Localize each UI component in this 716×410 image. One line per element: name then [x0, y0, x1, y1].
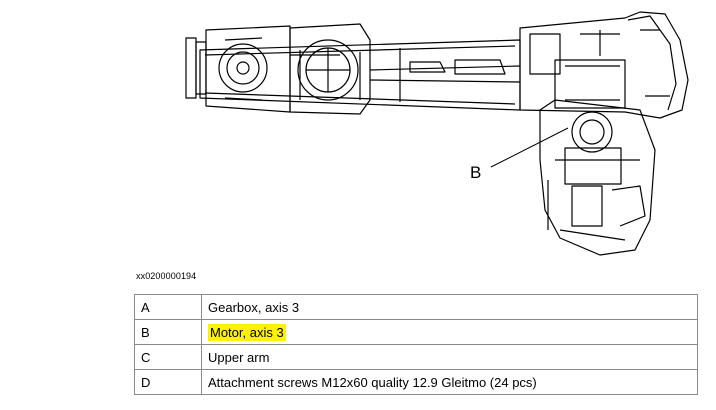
wrist-flange	[185, 25, 291, 113]
legend-row: B Motor, axis 3	[134, 319, 698, 345]
legend-description: Motor, axis 3	[208, 323, 286, 341]
legend-description: Upper arm	[208, 349, 270, 365]
legend-key: D	[134, 369, 202, 395]
legend-description-cell: Gearbox, axis 3	[201, 294, 698, 320]
legend-row: C Upper arm	[134, 344, 698, 370]
legend-table: A Gearbox, axis 3 B Motor, axis 3 C Upper arm…	[134, 294, 698, 395]
legend-description: Attachment screws M12x60 quality 12.9 Gl…	[208, 374, 537, 390]
robot-arm-drawing: B	[185, 11, 689, 256]
legend-key: A	[134, 294, 202, 320]
legend-description-cell: Attachment screws M12x60 quality 12.9 Gl…	[201, 369, 698, 395]
callout-label-b: B	[470, 163, 481, 182]
legend-row: D Attachment screws M12x60 quality 12.9 G…	[134, 369, 698, 395]
legend-description-cell: Upper arm	[201, 344, 698, 370]
callout-leader-b	[490, 127, 569, 168]
legend-row: A Gearbox, axis 3	[134, 294, 698, 320]
legend-description-cell: Motor, axis 3	[201, 319, 698, 345]
legend-description: Gearbox, axis 3	[208, 299, 300, 315]
motor-housing	[519, 11, 689, 119]
legend-key: B	[134, 319, 202, 345]
lower-arm	[539, 99, 656, 256]
gearbox-axis-3	[289, 23, 371, 115]
legend-key: C	[134, 344, 202, 370]
figure-id: xx0200000194	[136, 271, 197, 281]
